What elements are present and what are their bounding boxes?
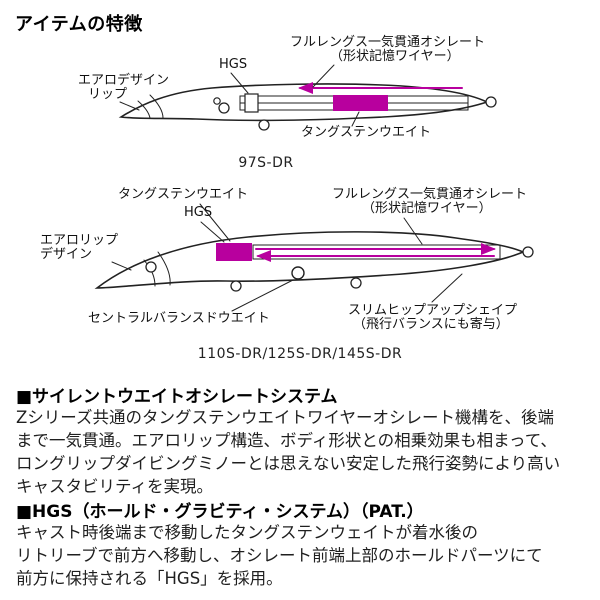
body-line: リトリーブで前方へ移動し、オシレート前端上部のホールドパーツにて <box>16 546 543 565</box>
d2-label-oscillate-line1: フルレングス一気貫通オシレート <box>332 187 528 202</box>
lip-line-2a <box>157 251 171 286</box>
leader-tungsten-2 <box>199 203 231 242</box>
lip-line-2b <box>143 259 156 287</box>
d2-label-central-balance: セントラルバランスドウエイト <box>88 311 270 326</box>
d2-label-slim-hip-line2: （飛行バランスにも寄与） <box>353 317 509 332</box>
belly-hanger-ring-1 <box>258 119 270 131</box>
leader-aero-2 <box>111 261 132 271</box>
body-line: 前方に保持される「HGS」を採用。 <box>16 569 283 588</box>
leader-aero-1 <box>119 101 140 111</box>
page-title: アイテムの特徴 <box>15 14 143 35</box>
d1-label-tungsten: タングステンウエイト <box>301 125 432 140</box>
d1-label-oscillate-line2: （形状記憶ワイヤー） <box>330 49 460 64</box>
d2-label-aero-line2: デザイン <box>40 247 93 262</box>
body-line: まで一気貫通。エアロリップ構造、ボディ形状との相乗効果も相まって、 <box>16 431 557 450</box>
line-tie-ring-1 <box>218 102 230 114</box>
central-balance-weight <box>291 266 305 280</box>
tungsten-weight-2 <box>216 243 252 261</box>
lure-body-2 <box>94 231 525 289</box>
body-line: キャスタビリティを実現。 <box>16 477 214 496</box>
line-tie-eyelet-1 <box>213 97 221 105</box>
d1-caption-model: 97S-DR <box>238 155 294 171</box>
lip-line-1b <box>137 100 151 119</box>
d1-label-aero-line1: エアロデザイン <box>78 73 170 88</box>
lip-line-1a <box>149 94 164 119</box>
tail-ring-2 <box>522 246 534 258</box>
tail-ring-1 <box>485 96 497 108</box>
leader-slim-2 <box>431 273 463 303</box>
lure-diagrams-svg <box>94 64 534 312</box>
d2-caption-models: 110S-DR/125S-DR/145S-DR <box>197 346 403 362</box>
leader-oscillate-1 <box>312 64 335 88</box>
belly-hanger-ring-2b <box>350 277 362 289</box>
leader-tungsten-1 <box>351 111 360 127</box>
d2-label-hgs: HGS <box>184 205 213 220</box>
leader-oscillate-2 <box>403 217 423 245</box>
leader-central-2 <box>231 279 294 312</box>
d2-label-oscillate-line2: （形状記憶ワイヤー） <box>362 201 492 216</box>
d1-label-aero-line2: リップ <box>88 87 128 102</box>
lure-body-1 <box>118 83 490 122</box>
body-line: Zシリーズ共通のタングステンウエイトワイヤーオシレート機構を、後端 <box>16 408 554 427</box>
section-body-silent-weight-oscillate: Zシリーズ共通のタングステンウエイトワイヤーオシレート機構を、後端 まで一気貫通… <box>16 406 560 498</box>
oscillate-channel-2 <box>252 244 501 260</box>
line-tie-ring-2 <box>145 261 157 273</box>
body-line: ロングリップダイビングミノーとは思えない安定した飛行姿勢により高い <box>16 454 561 473</box>
d2-label-aero-line1: エアロリップ <box>40 233 119 248</box>
tungsten-weight-1 <box>333 95 388 111</box>
d2-label-slim-hip-line1: スリムヒップアップシェイプ <box>348 303 518 318</box>
lure-drawing-97s-dr <box>118 64 497 131</box>
d2-label-tungsten: タングステンウエイト <box>118 187 249 202</box>
section-heading-hgs: ■HGS（ホールド・グラビティ・システム）（PAT.） <box>16 502 424 522</box>
leader-hgs-2 <box>200 221 225 243</box>
d1-label-hgs: HGS <box>219 57 248 72</box>
section-heading-silent-weight-oscillate: ■サイレントウエイトオシレートシステム <box>16 387 338 407</box>
lure-drawing-110s-dr <box>94 203 534 312</box>
belly-hanger-ring-2a <box>230 280 242 292</box>
body-line: キャスト時後端まで移動したタングステンウェイトが着水後の <box>16 523 478 542</box>
d1-label-oscillate-line1: フルレングス一気貫通オシレート <box>290 35 486 50</box>
section-body-hgs: キャスト時後端まで移動したタングステンウェイトが着水後の リトリーブで前方へ移動… <box>16 521 543 590</box>
hgs-holder-1 <box>244 93 259 113</box>
leader-hgs-1 <box>230 72 249 94</box>
